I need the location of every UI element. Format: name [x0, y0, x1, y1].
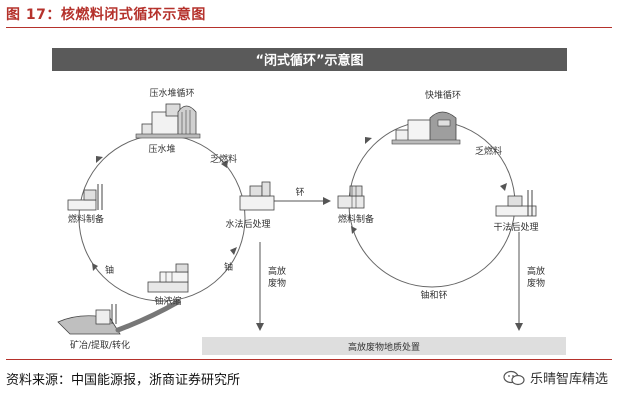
aqueous-reprocessing-icon: [239, 181, 275, 211]
source-divider: [6, 359, 612, 360]
label-fast-reactor-cycle: 快堆循环: [425, 89, 461, 101]
geologic-disposal-bar: [202, 337, 566, 355]
watermark: 乐晴智库精选: [503, 368, 608, 387]
label-enrichment: 铀浓缩: [154, 295, 181, 307]
label-fuel-fab-right: 燃料制备: [338, 213, 374, 225]
title-divider: [6, 27, 612, 28]
arrow-enrich-to-fuel: [92, 263, 98, 271]
label-hlw-right-2: 废物: [527, 277, 545, 289]
arrow-fuel-to-pwr: [96, 156, 103, 163]
right-cycle-ring: [348, 120, 516, 288]
watermark-text: 乐晴智库精选: [529, 372, 608, 387]
label-fuel-fab-left: 燃料制备: [68, 213, 104, 225]
wechat-icon: [503, 370, 525, 385]
dry-reprocessing-icon: [495, 190, 537, 217]
label-pwr: 压水堆: [148, 143, 175, 155]
figure-title: 图 17：核燃料闭式循环示意图: [6, 7, 206, 23]
pwr-icon: [135, 103, 201, 139]
label-spent-fuel-left: 乏燃料: [210, 153, 237, 165]
left-fuel-fab-icon: [67, 184, 103, 211]
fast-reactor-icon: [391, 111, 461, 145]
arrow-spent-fuel-left: [221, 160, 228, 168]
label-hlw-right-1: 高放: [527, 265, 545, 277]
enrichment-icon: [147, 263, 189, 293]
label-spent-fuel-right: 乏燃料: [475, 145, 502, 157]
label-hlw-left-1: 高放: [268, 265, 286, 277]
label-hlw-left-2: 废物: [268, 277, 286, 289]
label-pwr-cycle: 压水堆循环: [149, 87, 194, 99]
diagram-banner: [52, 48, 567, 71]
arrow-uranium-enrich: [230, 247, 237, 255]
source-note: 资料来源：中国能源报，浙商证券研究所: [6, 373, 241, 388]
banner-title: “闭式循环”示意图: [255, 53, 363, 69]
label-plutonium: 钚: [295, 186, 304, 198]
arrow-u-pu-to-fuel: [351, 226, 357, 234]
label-geologic-disposal: 高放废物地质处置: [348, 341, 420, 353]
mining-icon: [57, 299, 181, 335]
label-dry-reprocessing: 干法后处理: [493, 221, 538, 233]
right-fuel-fab-icon: [337, 185, 365, 209]
label-u-pu: 铀和钚: [420, 289, 447, 301]
label-uranium-right: 铀: [224, 261, 233, 273]
label-aqueous-reprocessing: 水法后处理: [225, 218, 270, 230]
arrow-fuel-to-fr: [365, 137, 372, 144]
label-mining: 矿冶/提取/转化: [70, 339, 130, 351]
arrow-spent-fuel-right: [500, 183, 507, 191]
label-uranium-left: 铀: [105, 264, 114, 276]
